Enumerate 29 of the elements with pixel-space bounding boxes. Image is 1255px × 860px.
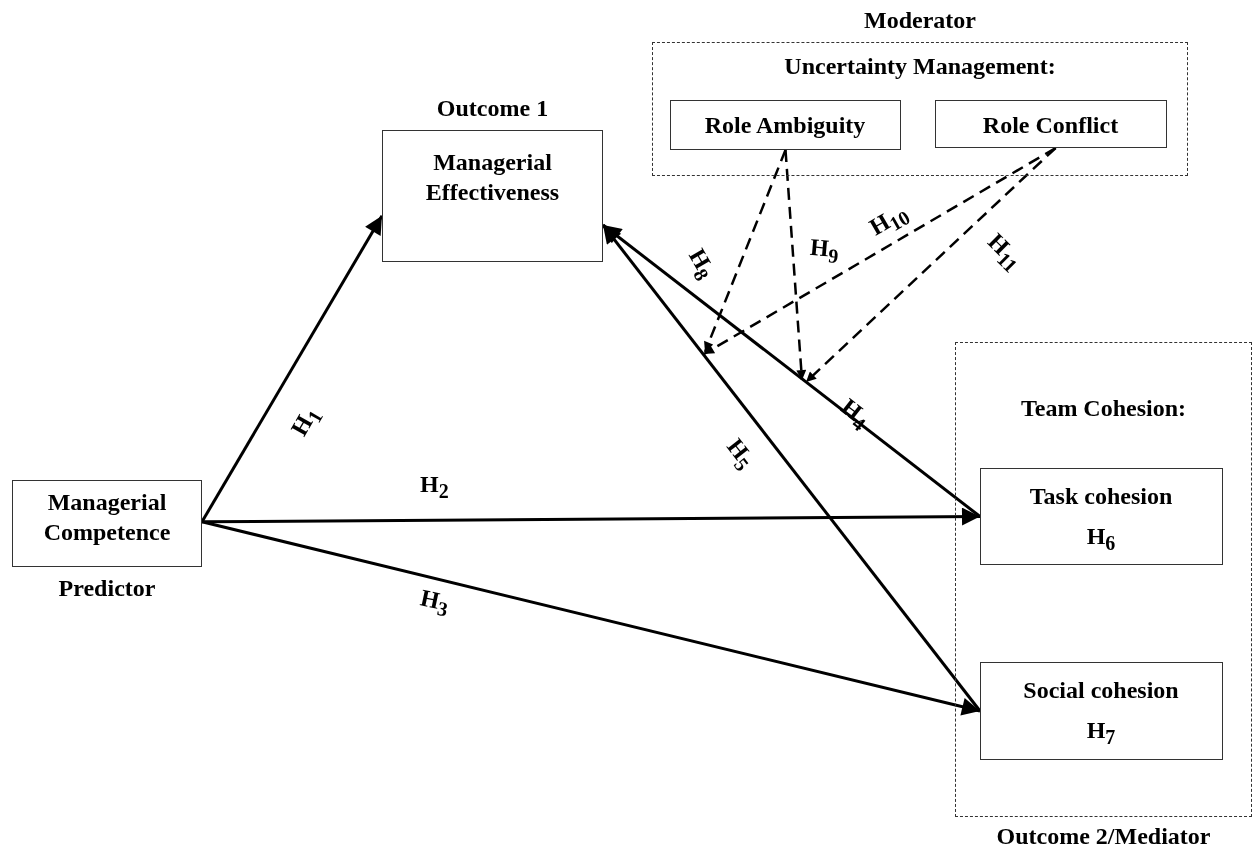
node-label: Social cohesion [1023, 675, 1179, 705]
node-label: H$_{7}$ [1086, 715, 1116, 750]
arrow [200, 215, 384, 523]
dashed-arrow [703, 149, 787, 353]
edge-label: H$_{9}$ [808, 234, 840, 266]
process-box [979, 467, 1223, 565]
arrow [602, 223, 981, 518]
arrow [201, 520, 981, 716]
process-box [934, 99, 1167, 148]
arrow [202, 507, 980, 526]
process-box [979, 661, 1223, 760]
node-heading: Outcome 1 [436, 94, 549, 123]
node-label: Role Ambiguity [704, 110, 866, 140]
dashed-arrow [784, 149, 807, 381]
node-label: Managerial Competence [42, 488, 172, 547]
group-title: Uncertainty Management: [784, 52, 1056, 81]
node-label: Managerial Effectiveness [424, 148, 561, 207]
node-label: Task cohesion [1029, 481, 1173, 511]
edge-label: H$_{3}$ [417, 585, 451, 620]
arrow [601, 224, 982, 712]
dashed-arrow [805, 147, 1057, 383]
node-label: Role Conflict [982, 110, 1119, 140]
group-caption: Outcome 2/Mediator [996, 822, 1211, 851]
group-heading: Moderator [864, 6, 976, 35]
node-caption: Predictor [58, 574, 156, 603]
group-title: Team Cohesion: [1020, 394, 1187, 423]
node-label: H$_{6}$ [1086, 521, 1116, 556]
process-box [669, 99, 901, 150]
edge-label: H$_{2}$ [420, 472, 449, 501]
